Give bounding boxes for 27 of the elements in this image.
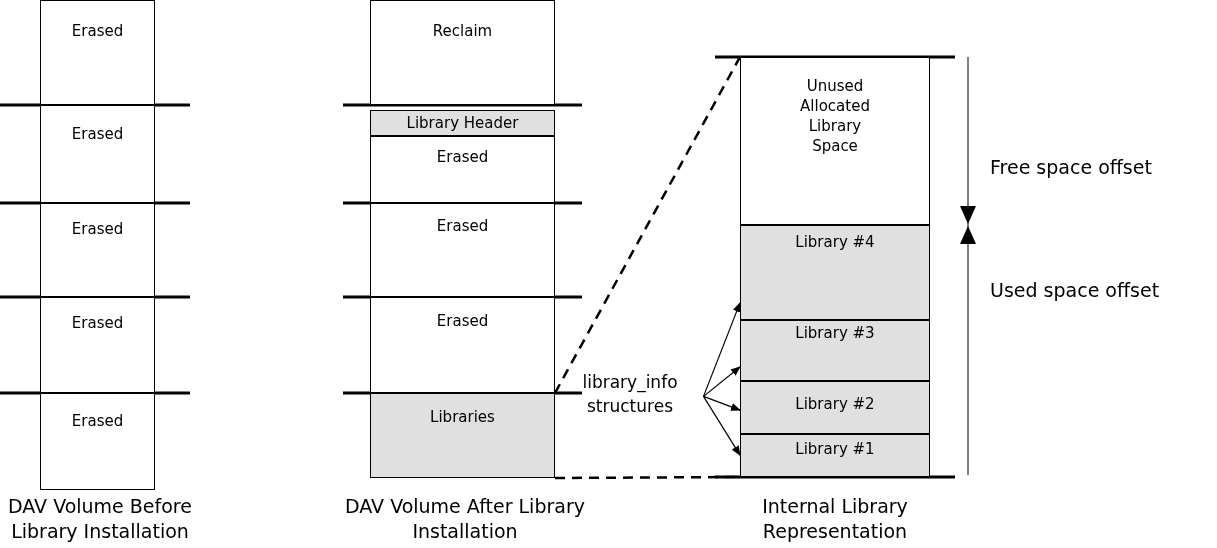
memory-block: Erased xyxy=(370,297,555,393)
memory-block: Erased xyxy=(40,203,155,297)
memory-block: Erased xyxy=(40,0,155,105)
zoom-line xyxy=(553,56,742,394)
caption: DAV Volume After Library Installation xyxy=(345,494,585,544)
arrow xyxy=(702,301,741,397)
memory-block: Erased xyxy=(370,136,555,203)
arrow xyxy=(702,395,741,456)
caption: DAV Volume Before Library Installation xyxy=(7,494,193,544)
library-block: Library Header xyxy=(370,110,555,136)
dimension-label: Free space offset xyxy=(990,155,1153,180)
caption: Internal Library Representation xyxy=(761,494,909,544)
dimension-label: Used space offset xyxy=(990,278,1161,303)
memory-block: Reclaim xyxy=(370,0,555,105)
memory-block: Erased xyxy=(370,203,555,297)
memory-block: Erased xyxy=(40,393,155,490)
memory-block: Unused Allocated Library Space xyxy=(740,57,930,225)
library-block: Library #4 xyxy=(740,225,930,320)
memory-block: Erased xyxy=(40,105,155,203)
memory-block: Erased xyxy=(40,297,155,393)
library-block: Library #1 xyxy=(740,434,930,477)
arrow xyxy=(702,395,741,411)
arrow xyxy=(702,366,741,397)
callout-text: library_info structures xyxy=(555,370,705,418)
library-block: Library #3 xyxy=(740,320,930,381)
library-block: Libraries xyxy=(370,393,555,478)
library-block: Library #2 xyxy=(740,381,930,434)
